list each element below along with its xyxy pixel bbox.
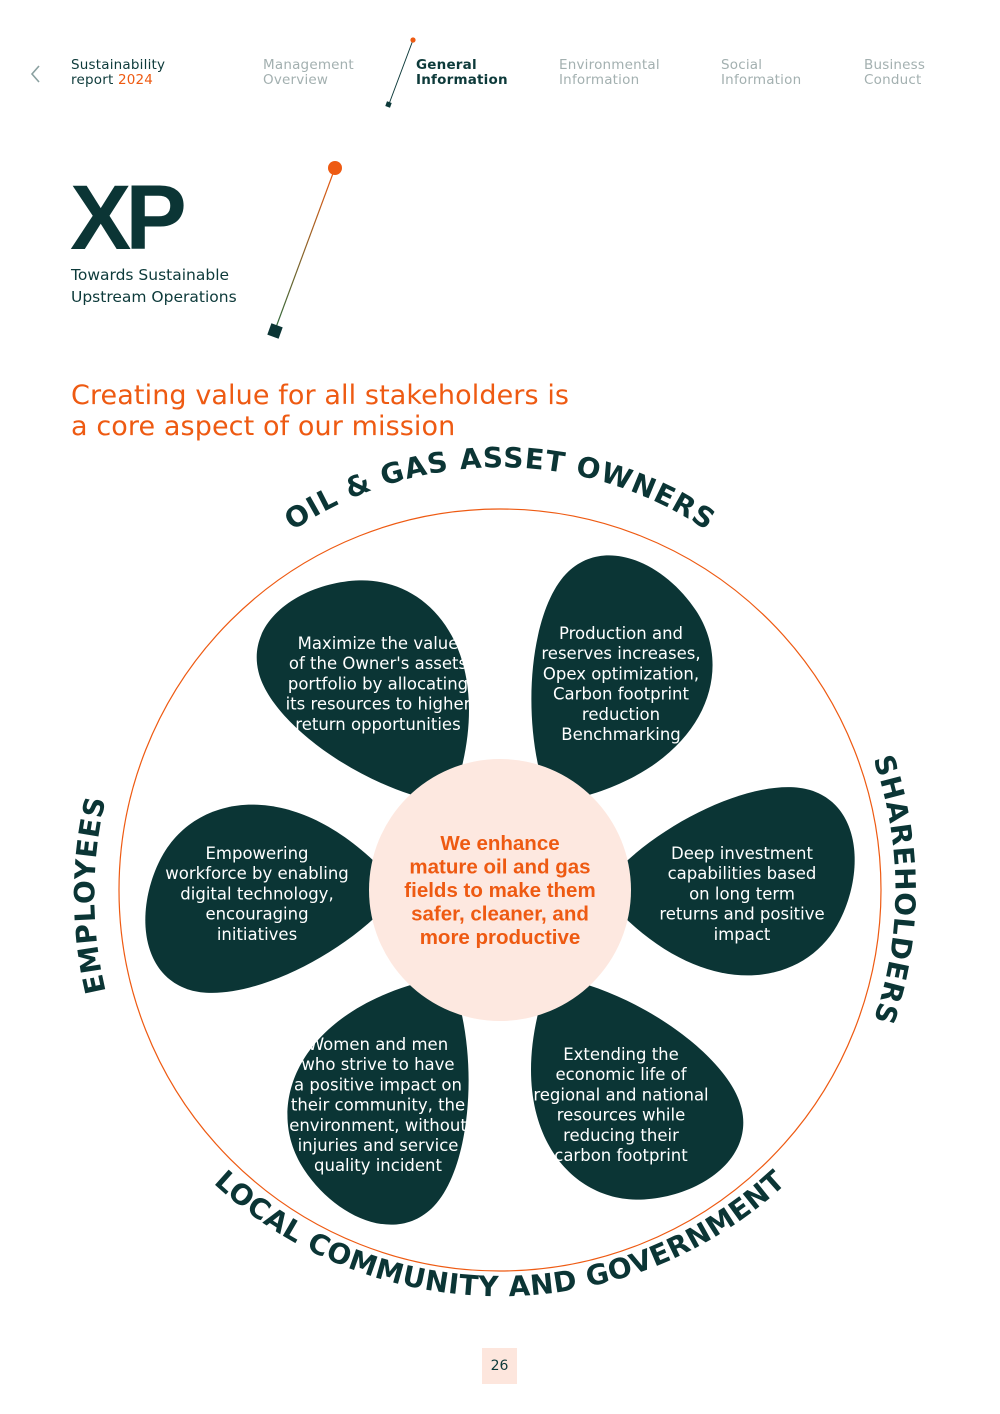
stakeholder-label-right: SHAREHOLDERS — [867, 751, 922, 1029]
nav-item-label: Environmental — [559, 57, 660, 73]
nav-environmental-information[interactable]: Environmental Information — [559, 58, 660, 88]
page-number: 26 — [482, 1348, 517, 1384]
nav-general-information[interactable]: General Information — [416, 58, 508, 88]
nav-business-conduct[interactable]: Business Conduct — [864, 58, 925, 88]
nav-item-label: Overview — [263, 72, 329, 88]
stakeholder-ring — [118, 508, 882, 1272]
petal — [531, 555, 713, 803]
xp-logo: XP — [70, 167, 187, 269]
nav-item-label: Information — [721, 72, 802, 88]
brand-line2: report — [71, 72, 114, 88]
nav-item-label: Information — [559, 72, 640, 88]
logo-subtitle: Towards Sustainable Upstream Operations — [71, 264, 237, 308]
chevron-left-icon[interactable] — [28, 63, 44, 85]
petal — [606, 787, 855, 976]
nav-item-label: Conduct — [864, 72, 922, 88]
stakeholder-label-top: OIL & GAS ASSET OWNERS — [279, 441, 722, 537]
petal — [145, 804, 394, 993]
page-headline: Creating value for all stakeholders is a… — [71, 380, 569, 442]
active-nav-indicator — [385, 37, 416, 108]
petals-group — [145, 555, 855, 1225]
nav-item-label: Management — [263, 57, 354, 73]
logo-subtitle-line: Towards Sustainable — [71, 266, 230, 284]
petal — [287, 977, 469, 1225]
brand-line1: Sustainability — [71, 57, 166, 73]
stakeholder-label-bottom: LOCAL COMMUNITY AND GOVERNMENT — [208, 1164, 791, 1304]
nav-management-overview[interactable]: Management Overview — [263, 58, 354, 88]
nav-item-label: General — [416, 57, 477, 73]
nav-item-label: Social — [721, 57, 763, 73]
decorative-needle — [267, 161, 342, 339]
petal — [256, 580, 469, 803]
logo-subtitle-line: Upstream Operations — [71, 288, 237, 306]
headline-line: a core aspect of our mission — [71, 411, 456, 442]
headline-line: Creating value for all stakeholders is — [71, 380, 570, 411]
center-circle — [369, 759, 631, 1021]
nav-social-information[interactable]: Social Information — [721, 58, 801, 88]
top-navigation: Sustainability report 2024 Management Ov… — [0, 58, 1000, 98]
nav-item-label: Business — [864, 57, 926, 73]
nav-brand-link[interactable]: Sustainability report 2024 — [71, 58, 165, 88]
brand-year: 2024 — [117, 72, 154, 88]
stakeholder-label-left: EMPLOYEES — [68, 793, 112, 997]
nav-item-label: Information — [416, 72, 508, 88]
petal — [531, 977, 744, 1200]
